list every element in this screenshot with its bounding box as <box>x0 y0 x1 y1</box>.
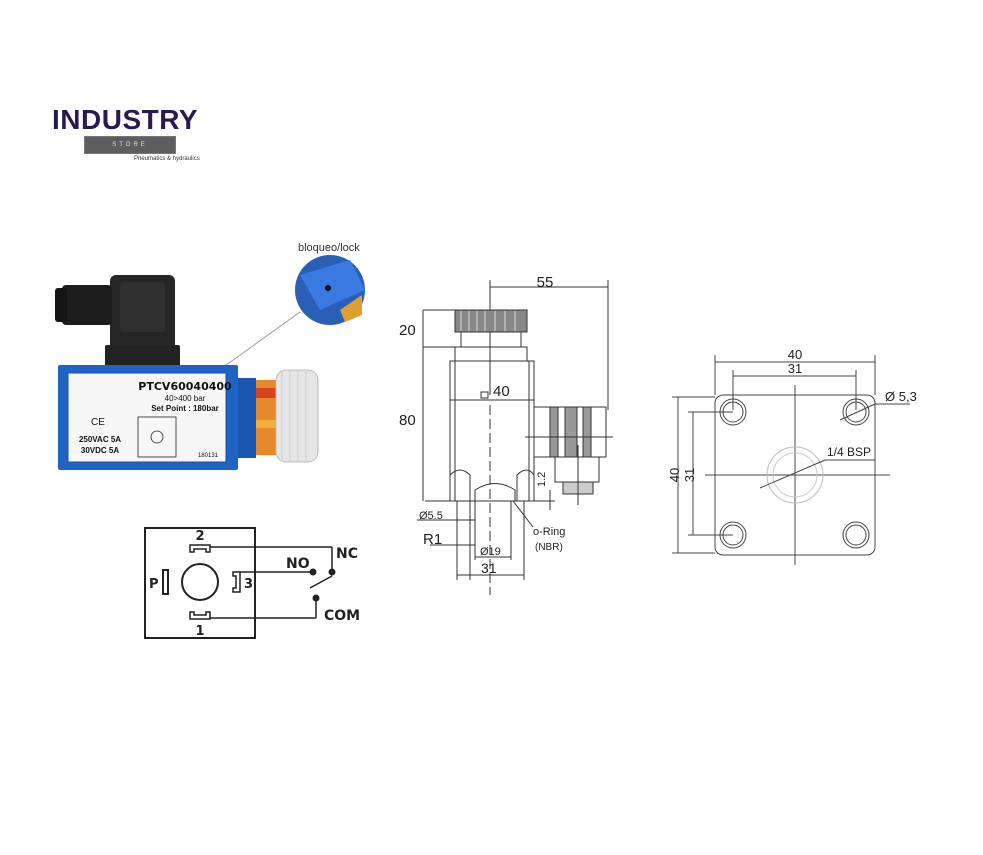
dim-outer-40-y: 40 <box>667 468 682 482</box>
switch-contact <box>309 575 333 589</box>
lock-callout-label: bloqueo/lock <box>298 242 360 254</box>
oring-material: (NBR) <box>535 542 563 553</box>
pin-1-label: 1 <box>195 624 204 639</box>
base-view-drawing: 40 31 40 31 Ø 5,3 1/4 BSP <box>667 347 917 565</box>
rating-dc: 30VDC 5A <box>81 446 119 455</box>
dim-55: 55 <box>537 274 554 291</box>
knob <box>454 309 528 333</box>
bsp-port <box>766 446 824 504</box>
dim-1-2: 1.2 <box>536 472 548 487</box>
label-serial: 180131 <box>198 453 219 459</box>
label-model: PTCV60040400 <box>138 380 232 393</box>
ground-label: P <box>149 577 159 592</box>
dim-31-y: 31 <box>682 468 697 482</box>
body <box>449 360 535 502</box>
pin-2-label: 2 <box>195 529 204 544</box>
logo-title: INDUSTRY <box>52 104 199 135</box>
wiring-diagram: 2 1 3 P NO NC COM <box>144 527 360 639</box>
ce-mark: CE <box>91 417 105 428</box>
hole-diameter: Ø 5,3 <box>885 389 917 404</box>
connector-plug <box>55 275 180 370</box>
pin-3-label: 3 <box>244 577 253 592</box>
label-range: 40>400 bar <box>165 394 206 403</box>
product-photo: PTCV60040400 40>400 bar Set Point : 180b… <box>55 255 365 470</box>
rating-ac: 250VAC 5A <box>79 435 121 444</box>
logo-bar-text: STORE <box>112 142 148 148</box>
logo-bar: STORE <box>84 136 176 154</box>
mini-wiring-diagram <box>137 416 177 458</box>
dim-40: 40 <box>493 383 510 400</box>
dim-31-x: 31 <box>788 361 802 376</box>
pin-1 <box>189 611 211 620</box>
callout-line <box>221 311 301 369</box>
lock-detail-circle <box>295 255 365 325</box>
connector-outline <box>144 527 256 639</box>
logo-subtitle: Pneumatics & hydraulics <box>134 156 200 162</box>
dim-dia-19: Ø19 <box>480 546 501 558</box>
label-set-point: Set Point : 180bar <box>151 404 219 413</box>
dim-r1: R1 <box>423 531 442 548</box>
dim-80: 80 <box>399 412 416 429</box>
port-size: 1/4 BSP <box>827 445 871 459</box>
center-pin <box>181 563 219 601</box>
dim-20: 20 <box>399 322 416 339</box>
oring-label: o-Ring <box>533 526 565 538</box>
ground-pin <box>162 569 169 595</box>
dim-31: 31 <box>481 560 497 576</box>
dim-hole-5-5: Ø5.5 <box>419 510 443 522</box>
nc-label: NC <box>336 546 358 562</box>
adjustment-knob <box>238 369 319 463</box>
dim-outer-40: 40 <box>788 347 802 362</box>
side-view-drawing: 55 20 40 80 1.2 Ø5.5 R1 Ø19 31 o-Ring (N… <box>399 274 613 595</box>
com-label: COM <box>324 608 360 624</box>
product-label <box>67 372 227 463</box>
no-label: NO <box>286 556 310 572</box>
pin-3 <box>232 571 241 593</box>
pin-2 <box>189 544 211 553</box>
